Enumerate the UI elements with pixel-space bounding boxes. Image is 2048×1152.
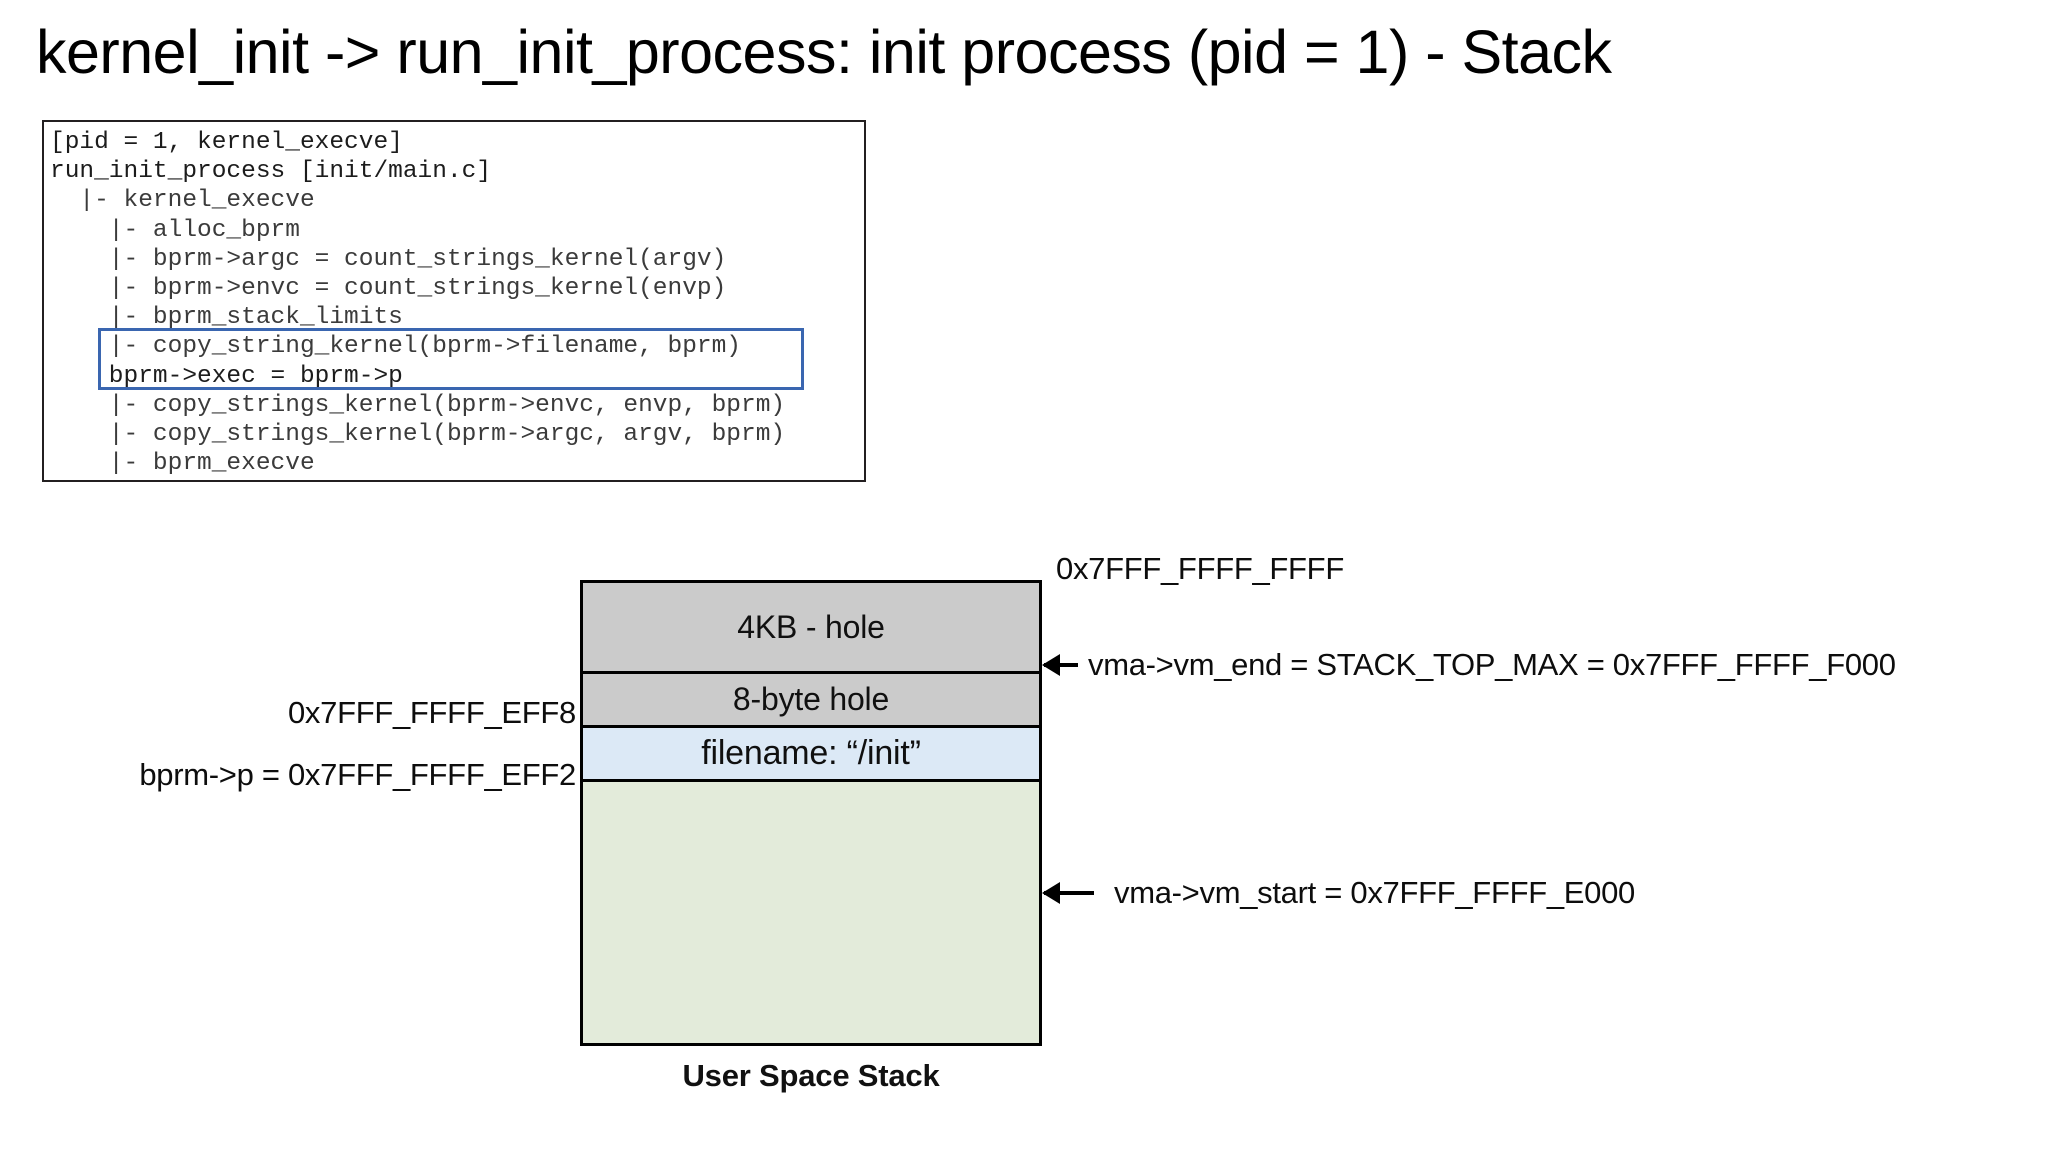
stack-segment-8byte-hole: 8-byte hole xyxy=(580,671,1042,728)
stack-segment-label: 8-byte hole xyxy=(732,681,890,717)
code-line: |- copy_strings_kernel(bprm->envc, envp,… xyxy=(50,391,786,419)
code-line: |- alloc_bprm xyxy=(50,216,300,244)
stack-segment-free-space xyxy=(580,779,1042,1046)
page-title: kernel_init -> run_init_process: init pr… xyxy=(36,18,1612,86)
code-line-highlighted: bprm->exec = bprm->p xyxy=(50,362,403,390)
stack-segment-4kb-hole: 4KB - hole xyxy=(580,580,1042,674)
call-trace-code-block: [pid = 1, kernel_execve] run_init_proces… xyxy=(42,120,866,482)
code-line: |- bprm_stack_limits xyxy=(50,304,403,332)
user-space-stack-diagram: 4KB - hole 8-byte hole filename: “/init” xyxy=(580,580,1042,1046)
code-line-highlighted: |- copy_string_kernel(bprm->filename, bp… xyxy=(50,333,742,361)
annotation-vm-end: vma->vm_end = STACK_TOP_MAX = 0x7FFF_FFF… xyxy=(1044,647,1896,683)
stack-segment-label: filename: “/init” xyxy=(701,734,921,772)
left-arrow-icon xyxy=(1044,663,1078,667)
code-line: |- copy_strings_kernel(bprm->argc, argv,… xyxy=(50,421,786,449)
code-line: |- bprm_execve xyxy=(50,450,315,478)
code-line: |- bprm->argc = count_strings_kernel(arg… xyxy=(50,245,727,273)
address-label-bprm-p: bprm->p = 0x7FFF_FFFF_EFF2 xyxy=(139,757,576,792)
stack-diagram-caption: User Space Stack xyxy=(682,1058,940,1093)
address-label-top-of-address-space: 0x7FFF_FFFF_FFFF xyxy=(1056,551,1344,586)
annotation-vm-start: vma->vm_start = 0x7FFF_FFFF_E000 xyxy=(1044,875,1635,911)
address-label-stack-top-string: 0x7FFF_FFFF_EFF8 xyxy=(287,695,576,730)
left-arrow-icon xyxy=(1044,891,1094,895)
code-line: |- kernel_execve xyxy=(50,187,315,215)
code-line: [pid = 1, kernel_execve] xyxy=(50,129,403,156)
stack-segment-label: 4KB - hole xyxy=(737,608,885,645)
stack-segment-filename: filename: “/init” xyxy=(580,725,1042,782)
code-line: run_init_process [init/main.c] xyxy=(50,158,492,186)
annotation-vm-end-label: vma->vm_end = STACK_TOP_MAX = 0x7FFF_FFF… xyxy=(1088,647,1896,682)
annotation-vm-start-label: vma->vm_start = 0x7FFF_FFFF_E000 xyxy=(1114,875,1635,910)
code-line: |- bprm->envc = count_strings_kernel(env… xyxy=(50,275,727,303)
